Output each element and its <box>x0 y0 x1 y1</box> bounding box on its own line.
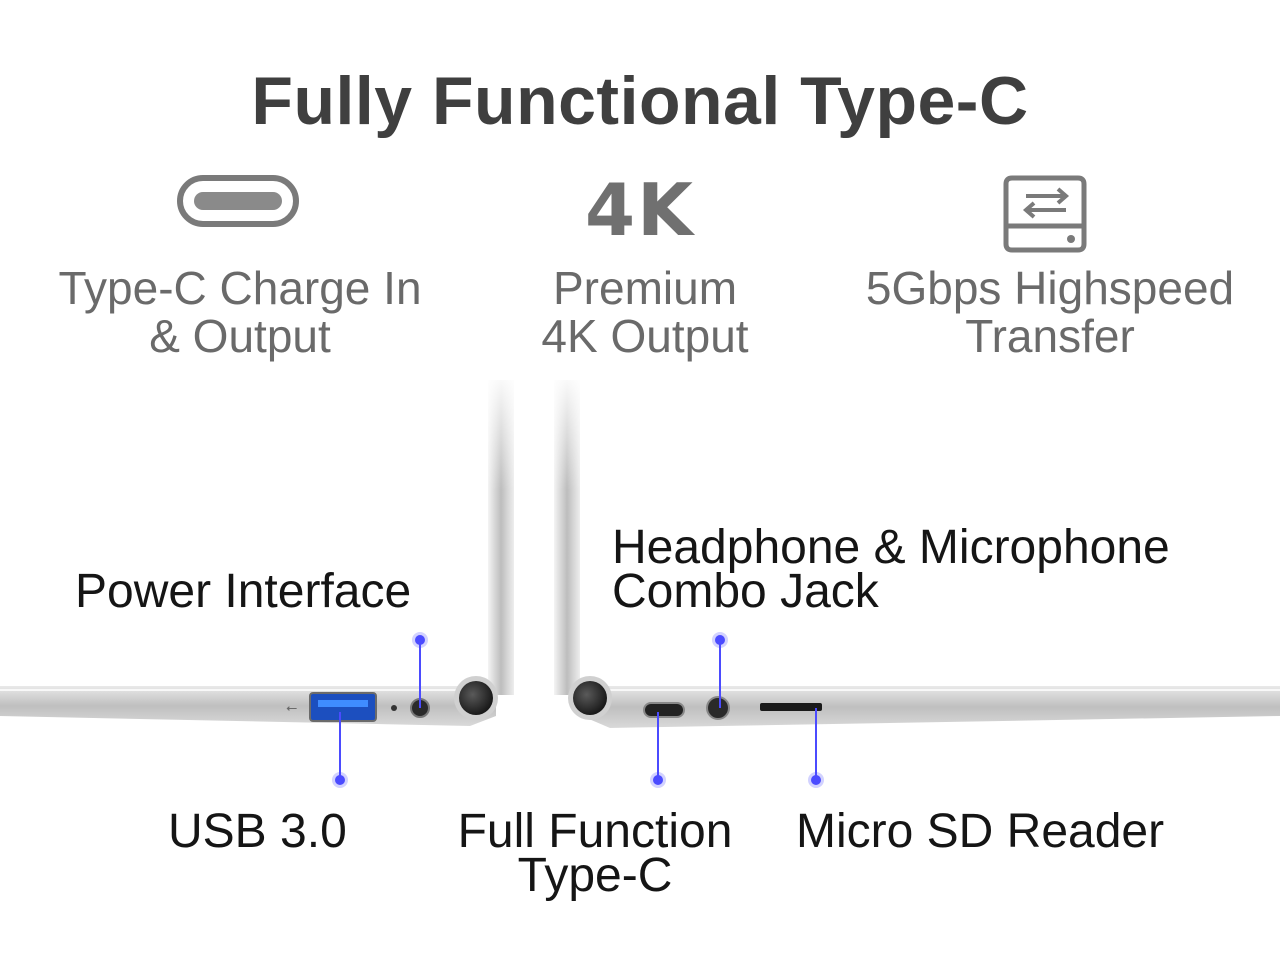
4k-icon: 4K <box>585 168 695 252</box>
micro-sd-slot <box>760 703 822 711</box>
feature-line: Premium <box>552 262 738 314</box>
indicator-headphone <box>712 632 728 708</box>
feature-line: 4K Output <box>541 310 749 362</box>
indicator-micro-sd <box>808 708 824 788</box>
feature-type-c-caption: Type-C Charge In & Output <box>40 264 440 360</box>
headphone-jack <box>706 696 730 720</box>
feature-line: Type-C Charge In <box>58 262 422 314</box>
indicator-usb <box>332 712 348 788</box>
laptop-left-side <box>0 370 516 726</box>
page-title: Fully Functional Type-C <box>251 63 1029 139</box>
laptop-right-side <box>552 370 1280 728</box>
label-line: Full Function <box>457 805 733 858</box>
feature-4k-caption: Premium 4K Output <box>480 264 810 360</box>
label-headphone-jack: Headphone & Microphone Combo Jack <box>612 521 1170 618</box>
type-c-port <box>643 702 685 718</box>
label-power-interface: Power Interface <box>75 565 412 618</box>
label-type-c: Full Function Type-C <box>440 805 750 902</box>
label-line: Combo Jack <box>612 565 879 618</box>
label-line: Type-C <box>517 849 673 902</box>
feature-line: 5Gbps Highspeed <box>865 262 1235 314</box>
feature-transfer-caption: 5Gbps Highspeed Transfer <box>840 264 1260 360</box>
svg-text:⭠: ⭠ <box>286 700 297 716</box>
label-line: Headphone & Microphone <box>612 521 1170 574</box>
usb-3-port: ⭠ <box>286 692 377 722</box>
feature-line: Transfer <box>965 310 1135 362</box>
label-usb-3: USB 3.0 <box>168 805 347 858</box>
indicator-type-c <box>650 712 666 788</box>
feature-line: & Output <box>149 310 331 362</box>
type-c-port-icon <box>177 175 299 227</box>
hard-drive-transfer-icon <box>1003 175 1087 253</box>
label-micro-sd: Micro SD Reader <box>796 805 1165 858</box>
indicator-power <box>412 632 428 708</box>
